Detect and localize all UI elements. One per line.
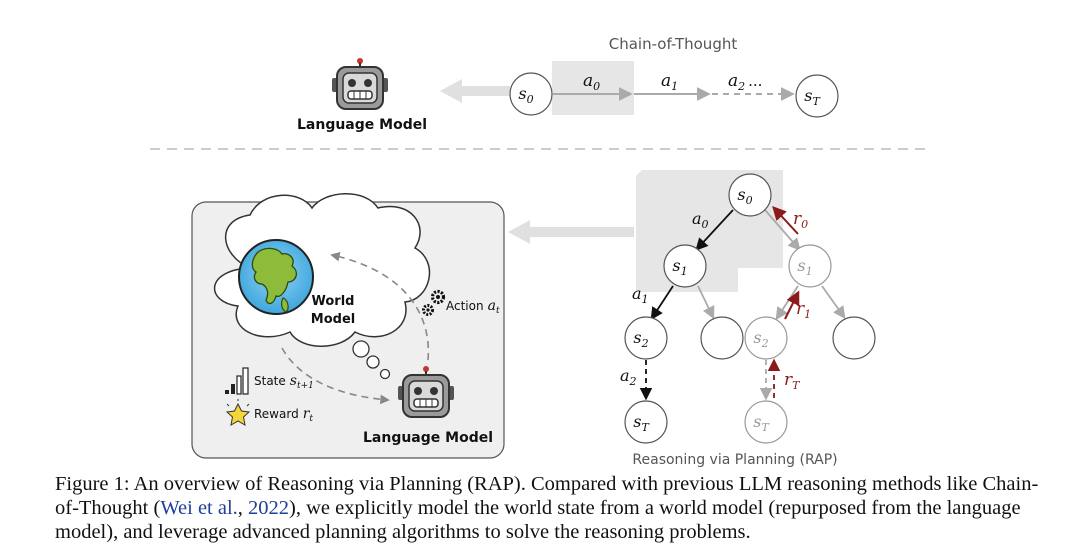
tree-node-s1b [788,244,832,288]
node-s0-top [509,72,553,116]
cot-title: Chain-of-Thought [609,35,738,53]
tree-node-sTb [744,400,788,444]
edge-s1-s2 [650,285,674,321]
tree-node-leaf-1 [700,316,744,360]
edge-s1-leaf [697,285,715,320]
reward-arrow-r0 [772,205,799,235]
node-sT-top [795,74,839,118]
action-a1-top: a1 [661,71,678,93]
figure-caption: Figure 1: An overview of Reasoning via P… [55,472,1040,544]
thought-bubble-1 [352,340,370,358]
citation-year-link[interactable]: 2022 [248,497,290,519]
thought-bubble-2 [366,355,380,369]
tree-action-a2: a2 [620,366,637,388]
output-arrow-top [440,79,510,103]
edge-s0-s1b [764,209,801,251]
tree-node-s1 [663,244,707,288]
tree-node-s0-label: s0 [737,185,752,207]
tree-node-sTb-label: sT [753,412,770,434]
tree-action-a1: a1 [632,284,649,306]
world-model-label-2: Model [311,312,355,327]
diagram: Chain-of-Thought Language Model s0 sT a0… [150,35,930,468]
tree-node-s0 [728,173,772,217]
world-model-label-1: World [312,294,355,309]
loop-arrow-state [281,347,390,405]
action-a0-top: a0 [583,71,600,93]
citation-author-link[interactable]: Wei et al. [160,497,238,519]
globe-icon [238,239,314,315]
tree-action-a0: a0 [692,209,709,231]
edge-s1b-leaf [821,285,846,320]
tree-node-s2 [624,316,668,360]
tree-node-s2b [744,316,788,360]
tree-node-s2-label: s2 [633,328,648,350]
reward-r1: r1 [796,299,811,321]
rap-title: Reasoning via Planning (RAP) [632,452,837,468]
reward-r0: r0 [793,209,808,231]
tree-node-s1b-label: s1 [797,256,812,278]
star-icon [225,399,251,426]
gears-icon [422,289,446,316]
robot-icon [398,366,454,418]
caption-text-1: Figure 1: An overview of Reasoning via P… [55,473,1039,519]
lm-label-bottom: Language Model [363,430,493,446]
reward-arrow-r1 [784,290,800,320]
action-a2-top: a2... [728,71,762,93]
thought-bubble-3 [379,368,391,380]
edge-s0-s1 [695,209,734,251]
lm-label-top: Language Model [297,117,427,133]
loop-arrow-action [330,251,430,361]
tree-node-s2b-label: s2 [753,328,768,350]
tree-node-sT [624,400,668,444]
tree-node-leaf-2 [832,316,876,360]
tree-node-sT-label: sT [633,412,650,434]
output-arrow-bottom [508,220,634,244]
node-sT-top-label: sT [804,86,821,108]
caption-text-2: ), we explicitly model the world state f… [55,497,1021,543]
robot-icon [332,58,388,110]
reward-rT: rT [784,370,801,392]
tree-node-s1-label: s1 [672,256,687,278]
node-s0-top-label: s0 [518,84,533,106]
caption-sep: , [237,497,249,519]
signal-bars-icon [225,367,249,395]
highlight-cut [738,268,798,298]
